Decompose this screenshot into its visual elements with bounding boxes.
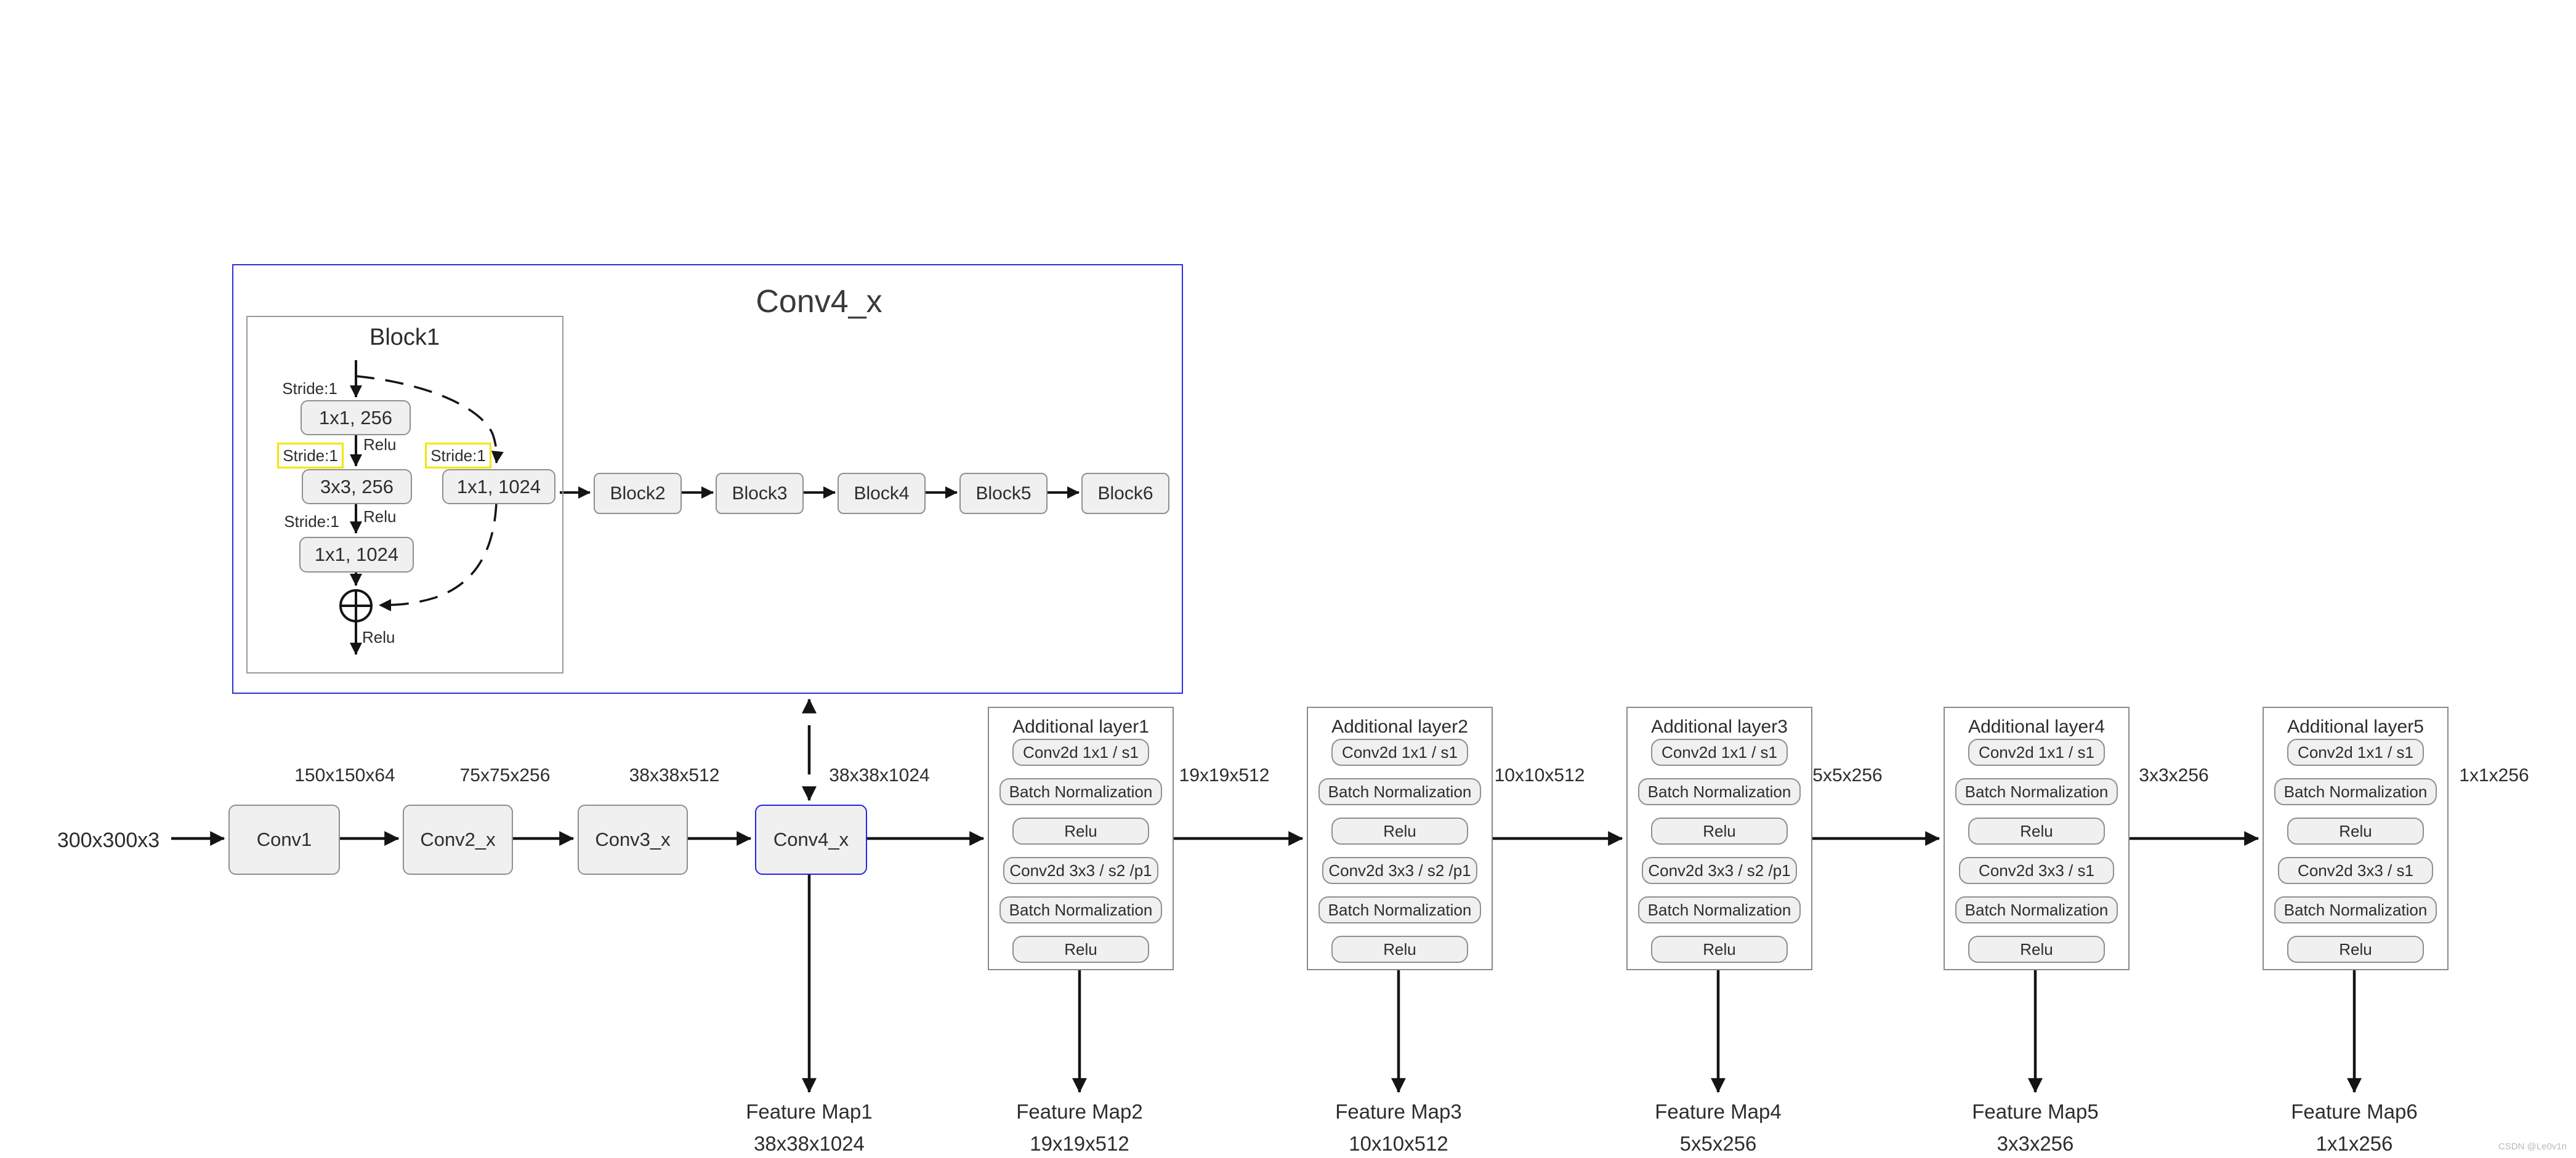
layer4-batchnorm-1: Batch Normalization [1955, 778, 2118, 805]
feature-map-3-dim: 10x10x512 [1349, 1132, 1448, 1155]
edge-dim-19x19x512: 19x19x512 [1179, 765, 1270, 786]
layer5-batchnorm-2: Batch Normalization [2274, 896, 2437, 923]
block3-box: Block3 [716, 473, 804, 514]
relu-label-1: Relu [363, 435, 397, 454]
stride-highlight-right: Stride:1 [425, 443, 491, 468]
layer4-conv2d-3x3: Conv2d 3x3 / s1 [1959, 857, 2114, 884]
layer4-batchnorm-2: Batch Normalization [1955, 896, 2118, 923]
layer5-relu-1: Relu [2287, 818, 2424, 845]
shortcut-merge-arrow [379, 502, 498, 611]
additional-layer-2-title: Additional layer2 [1331, 717, 1468, 737]
stage-conv2x: Conv2_x [403, 805, 513, 875]
stage-conv1: Conv1 [228, 805, 340, 875]
layer1-conv2d-3x3: Conv2d 3x3 / s2 /p1 [1003, 857, 1158, 884]
additional-layer-1: Additional layer1 Conv2d 1x1 / s1 Batch … [988, 707, 1174, 970]
block1-title: Block1 [369, 324, 440, 350]
feature-map-1-name: Feature Map1 [746, 1100, 873, 1123]
layer5-conv2d-3x3: Conv2d 3x3 / s1 [2278, 857, 2433, 884]
layer4-relu-2: Relu [1968, 936, 2105, 963]
relu-label-out: Relu [362, 628, 395, 646]
additional-layer-2: Additional layer2 Conv2d 1x1 / s1 Batch … [1307, 707, 1493, 970]
edge-dim-5x5x256: 5x5x256 [1812, 765, 1883, 786]
shortcut-branch-arrow [355, 375, 504, 464]
layer5-relu-2: Relu [2287, 936, 2424, 963]
layer3-relu-1: Relu [1651, 818, 1788, 845]
layer3-conv2d-3x3: Conv2d 3x3 / s2 /p1 [1642, 857, 1797, 884]
edge-dim-38x38x512: 38x38x512 [629, 765, 720, 786]
layer1-batchnorm-2: Batch Normalization [999, 896, 1162, 923]
feature-map-4-name: Feature Map4 [1655, 1100, 1782, 1123]
layer1-relu-2: Relu [1012, 936, 1149, 963]
layer2-relu-2: Relu [1331, 936, 1468, 963]
additional-layer-5-title: Additional layer5 [2287, 717, 2424, 737]
feature-map-4-dim: 5x5x256 [1679, 1132, 1757, 1155]
edge-dim-1x1x256: 1x1x256 [2459, 765, 2529, 786]
resblock-shortcut-conv-1x1-1024: 1x1, 1024 [442, 469, 555, 504]
feature-map-5-dim: 3x3x256 [1997, 1132, 2074, 1155]
layer3-relu-2: Relu [1651, 936, 1788, 963]
detail-panel-title: Conv4_x [756, 284, 882, 320]
edge-dim-75x75x256: 75x75x256 [459, 765, 551, 786]
edge-dim-3x3x256: 3x3x256 [2139, 765, 2209, 786]
layer1-relu-1: Relu [1012, 818, 1149, 845]
layer2-batchnorm-1: Batch Normalization [1318, 778, 1481, 805]
additional-layer-5: Additional layer5 Conv2d 1x1 / s1 Batch … [2263, 707, 2449, 970]
stage-conv4x-highlighted: Conv4_x [755, 805, 867, 875]
layer1-batchnorm-1: Batch Normalization [999, 778, 1162, 805]
stride-label-top: Stride:1 [282, 379, 337, 398]
stride-highlight-left: Stride:1 [277, 443, 344, 468]
feature-map-6-dim: 1x1x256 [2316, 1132, 2393, 1155]
layer2-batchnorm-2: Batch Normalization [1318, 896, 1481, 923]
resblock-conv-1x1-256: 1x1, 256 [301, 400, 411, 435]
additional-layer-1-title: Additional layer1 [1012, 717, 1149, 737]
additional-layer-4: Additional layer4 Conv2d 1x1 / s1 Batch … [1944, 707, 2130, 970]
feature-map-1-dim: 38x38x1024 [754, 1132, 865, 1155]
feature-map-3-name: Feature Map3 [1335, 1100, 1462, 1123]
layer4-conv2d-1x1: Conv2d 1x1 / s1 [1968, 739, 2105, 766]
additional-layer-3-title: Additional layer3 [1651, 717, 1788, 737]
edge-dim-150x150x64: 150x150x64 [294, 765, 395, 786]
resblock-conv-1x1-1024: 1x1, 1024 [299, 537, 414, 573]
edge-dim-10x10x512: 10x10x512 [1494, 765, 1585, 786]
block2-box: Block2 [594, 473, 682, 514]
input-dim-label: 300x300x3 [57, 829, 160, 852]
additional-layer-4-title: Additional layer4 [1968, 717, 2105, 737]
resblock-conv-3x3-256: 3x3, 256 [302, 469, 412, 504]
watermark: CSDN @Le0v1n [2498, 1141, 2567, 1152]
relu-label-2: Relu [363, 507, 397, 526]
generated-arrows [171, 360, 2362, 1093]
conv4x-detail-panel [232, 264, 1183, 694]
layer5-batchnorm-1: Batch Normalization [2274, 778, 2437, 805]
layer1-conv2d-1x1: Conv2d 1x1 / s1 [1012, 739, 1149, 766]
layer3-batchnorm-2: Batch Normalization [1638, 896, 1801, 923]
layer2-conv2d-1x1: Conv2d 1x1 / s1 [1331, 739, 1468, 766]
feature-map-2-dim: 19x19x512 [1030, 1132, 1129, 1155]
feature-map-2-name: Feature Map2 [1016, 1100, 1143, 1123]
block4-box: Block4 [838, 473, 926, 514]
layer4-relu-1: Relu [1968, 818, 2105, 845]
layer2-relu-1: Relu [1331, 818, 1468, 845]
feature-map-5-name: Feature Map5 [1972, 1100, 2099, 1123]
edge-dim-38x38x1024: 38x38x1024 [829, 765, 930, 786]
additional-layer-3: Additional layer3 Conv2d 1x1 / s1 Batch … [1626, 707, 1812, 970]
layer3-batchnorm-1: Batch Normalization [1638, 778, 1801, 805]
block5-box: Block5 [959, 473, 1048, 514]
layer5-conv2d-1x1: Conv2d 1x1 / s1 [2287, 739, 2424, 766]
block1-panel [246, 316, 563, 673]
feature-map-6-name: Feature Map6 [2291, 1100, 2418, 1123]
layer3-conv2d-1x1: Conv2d 1x1 / s1 [1651, 739, 1788, 766]
stage-conv3x: Conv3_x [578, 805, 688, 875]
add-operator-icon [339, 589, 373, 622]
block6-box: Block6 [1081, 473, 1169, 514]
stride-label-bottom: Stride:1 [284, 512, 339, 531]
layer2-conv2d-3x3: Conv2d 3x3 / s2 /p1 [1322, 857, 1477, 884]
